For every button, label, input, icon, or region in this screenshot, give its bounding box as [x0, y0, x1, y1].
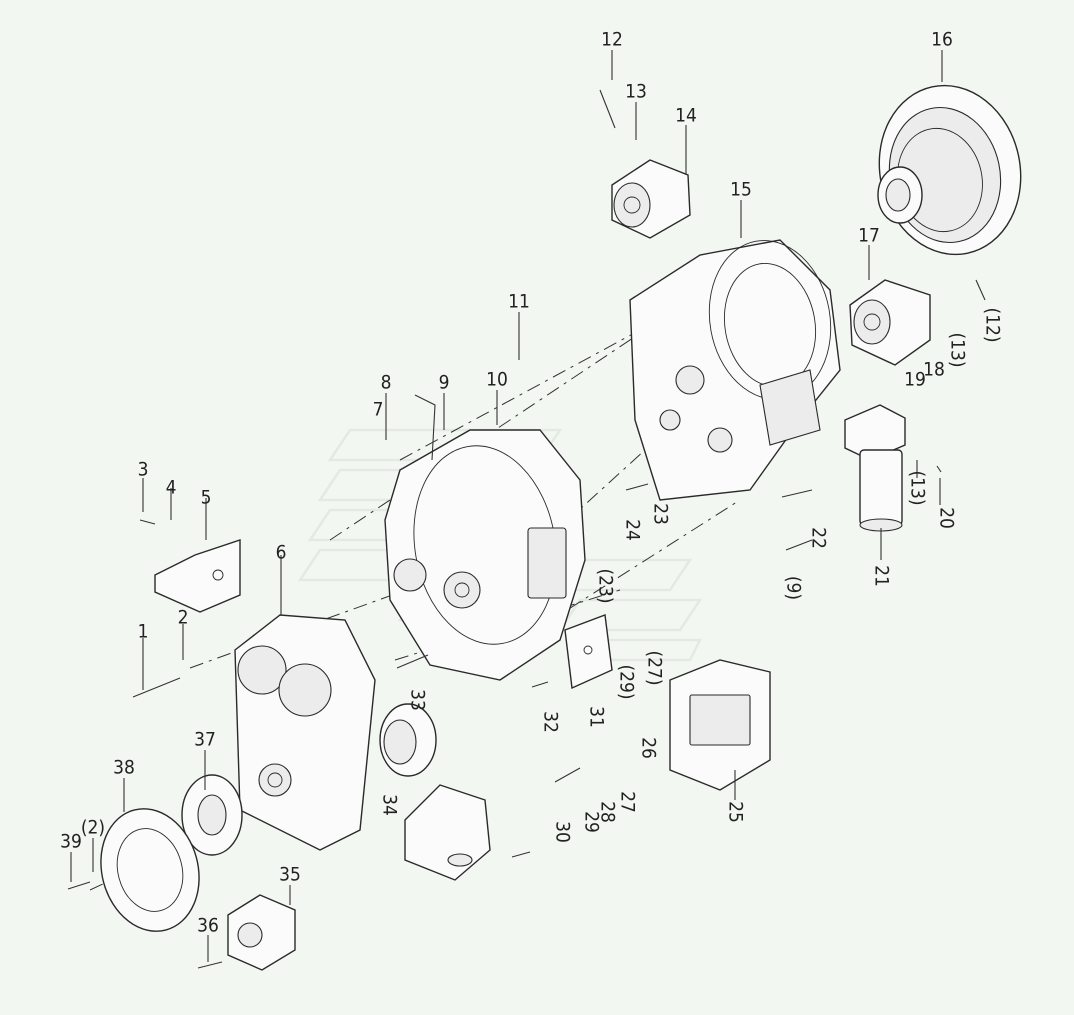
callout-31: 31 [586, 706, 608, 728]
part-37-flange [181, 774, 243, 856]
callout-3: 3 [138, 459, 149, 481]
leader-lines [70, 50, 943, 962]
callout-13c: (13) [907, 470, 929, 505]
callout-20: 20 [936, 507, 958, 529]
callout-13: 13 [625, 81, 647, 103]
part-35-pump [227, 894, 296, 971]
callout-9b: (9) [783, 576, 805, 600]
part-5-bracket [154, 539, 241, 613]
callout-27: 27 [617, 791, 639, 813]
part-21-filter [844, 404, 906, 532]
callout-36: 36 [197, 915, 219, 937]
callout-11: 11 [508, 291, 530, 313]
part-25-control-valve [669, 659, 771, 791]
callout-24: 24 [622, 519, 644, 541]
part-15-main-housing [629, 239, 841, 501]
callout-39: 39 [60, 831, 82, 853]
callout-27b: (27) [644, 650, 666, 685]
callout-17: 17 [858, 225, 880, 247]
callout-25: 25 [725, 801, 747, 823]
callout-10: 10 [486, 369, 508, 391]
callout-23b: (23) [595, 568, 617, 603]
callout-26: 26 [638, 737, 660, 759]
part-34-flange [379, 703, 437, 777]
callout-23: 23 [650, 503, 672, 525]
callout-6: 6 [276, 542, 287, 564]
callout-9: 9 [439, 372, 450, 394]
callout-28: 28 [597, 801, 619, 823]
callout-22: 22 [808, 527, 830, 549]
support-bracket [404, 784, 491, 881]
callout-18: 18 [923, 359, 945, 381]
callout-5: 5 [201, 487, 212, 509]
callout-38: 38 [113, 757, 135, 779]
part-10-transmission-case [384, 429, 586, 681]
part-31-plate [564, 614, 613, 690]
callout-2: 2 [178, 607, 189, 629]
callout-33: 33 [407, 689, 429, 711]
callout-21: 21 [871, 565, 893, 587]
callout-1: 1 [138, 621, 149, 643]
callout-37: 37 [194, 729, 216, 751]
callout-14: 14 [675, 105, 697, 127]
callout-32: 32 [540, 711, 562, 733]
callout-12b: (12) [982, 307, 1004, 342]
callout-16: 16 [931, 29, 953, 51]
callout-29b: (29) [616, 664, 638, 699]
callout-34: 34 [379, 794, 401, 816]
part-17-pump [849, 279, 931, 366]
callout-7: 7 [373, 399, 384, 421]
callout-2b: (2) [81, 817, 105, 839]
callout-15: 15 [730, 179, 752, 201]
callout-13b: (13) [947, 332, 969, 367]
callout-30: 30 [552, 821, 574, 843]
part-16-flywheel-housing [877, 84, 1022, 256]
callout-35: 35 [279, 864, 301, 886]
callout-4: 4 [166, 477, 177, 499]
callout-8: 8 [381, 372, 392, 394]
callout-19: 19 [904, 369, 926, 391]
part-6-gearbox [234, 614, 376, 851]
part-38-disc [100, 808, 200, 932]
callout-29: 29 [581, 811, 603, 833]
callout-12: 12 [601, 29, 623, 51]
fasteners [67, 89, 986, 969]
part-14-pump [611, 159, 691, 239]
